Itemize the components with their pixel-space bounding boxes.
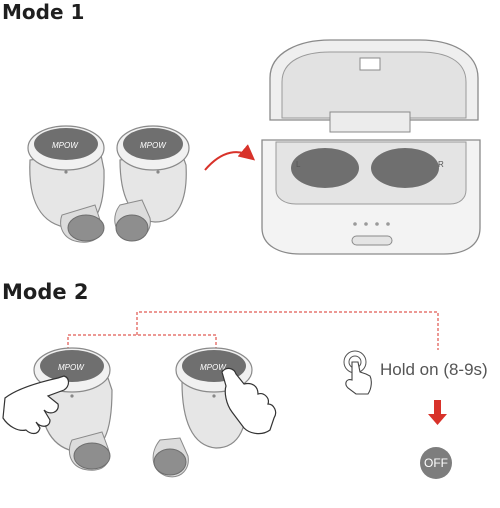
hand-left <box>2 375 70 435</box>
usb-port <box>351 235 393 246</box>
mode-2-title: Mode 2 <box>2 280 89 304</box>
tap-hold-icon <box>343 350 372 395</box>
led-indicator <box>375 222 379 226</box>
led-indicator <box>353 222 357 226</box>
charging-case: L R <box>261 39 481 255</box>
case-label-l: L <box>296 160 301 169</box>
down-arrow <box>428 400 447 425</box>
led-indicator <box>386 222 390 226</box>
brand-logo: MPOW <box>52 141 79 150</box>
brand-logo: MPOW <box>200 363 227 372</box>
case-label-r: R <box>438 160 444 169</box>
earbud-right-mode1: MPOW <box>114 125 190 242</box>
led-indicator <box>364 222 368 226</box>
earbud-left-mode1: MPOW <box>27 125 105 243</box>
mode-1-title: Mode 1 <box>2 0 85 24</box>
hold-on-instruction: Hold on (8-9s) <box>380 360 488 379</box>
brand-logo: MPOW <box>58 363 85 372</box>
brand-logo: MPOW <box>140 141 167 150</box>
arrow-to-case <box>204 144 256 171</box>
hand-right <box>221 367 277 435</box>
off-badge: OFF <box>420 447 452 479</box>
